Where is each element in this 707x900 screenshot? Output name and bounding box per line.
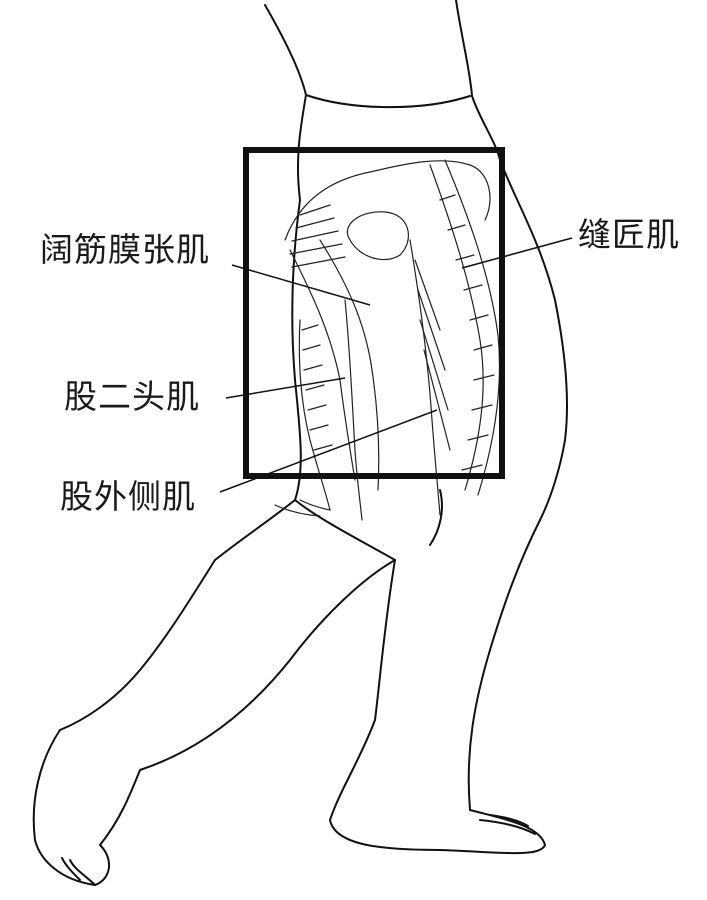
sartorius-outline: [429, 164, 484, 491]
back-leg-front: [329, 559, 546, 855]
front-thigh: [214, 199, 302, 561]
hatch: [414, 259, 451, 451]
highlight-frame: [243, 147, 505, 479]
vl-outline: [409, 239, 441, 516]
back-leg-back: [467, 519, 541, 811]
hip-muscle: [284, 160, 491, 241]
greater-trochanter: [346, 211, 409, 261]
back-outline: [455, 0, 568, 521]
back-knee: [429, 489, 443, 546]
label-biceps-femoris: 股二头肌: [64, 377, 200, 416]
label-sartorius: 缝匠肌: [578, 215, 680, 254]
leader-vastus: [219, 409, 438, 493]
tfl-band-2: [319, 239, 380, 491]
torso-outline: [264, 4, 307, 201]
sartorius-outline-2: [444, 159, 501, 496]
leader-sartorius: [461, 237, 573, 269]
hatch: [301, 324, 333, 451]
front-leg-back: [139, 559, 396, 771]
hatch: [439, 194, 495, 471]
back-toes: [479, 814, 536, 835]
front-leg-upper: [59, 559, 216, 731]
biceps-outline-2: [344, 299, 363, 521]
hatch: [274, 499, 331, 517]
biceps-outline: [298, 319, 331, 511]
front-foot: [32, 729, 141, 886]
label-tensor-fasciae-latae: 阔筋膜张肌: [40, 230, 210, 269]
knee-line: [294, 499, 396, 561]
hatch: [289, 204, 346, 268]
leader-biceps: [225, 377, 346, 399]
waist-line: [305, 94, 471, 109]
label-vastus-lateralis: 股外侧肌: [60, 477, 196, 516]
tfl-band: [289, 249, 356, 481]
front-toes: [61, 857, 96, 886]
leader-tfl: [231, 264, 371, 306]
